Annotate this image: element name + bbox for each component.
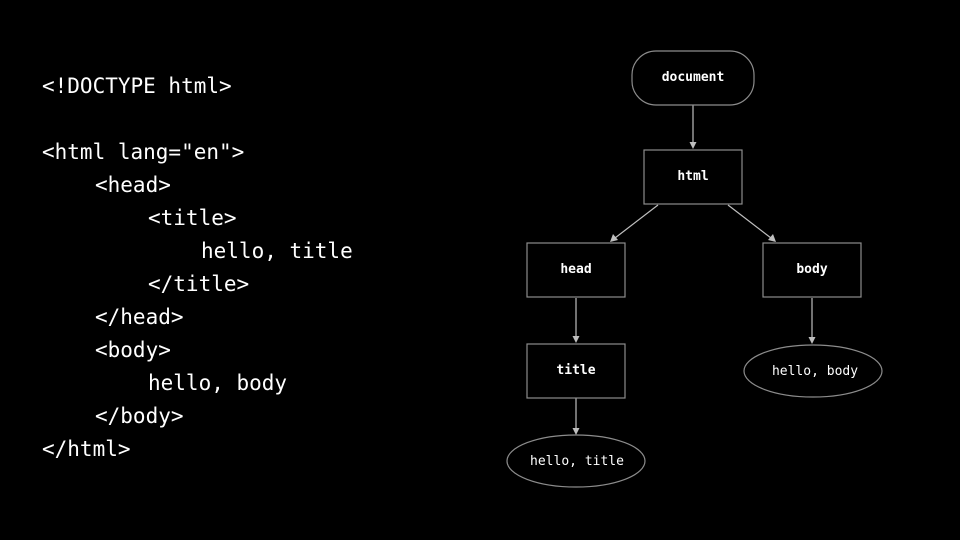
code-line-body-close: </body> — [95, 404, 184, 428]
node-body-text-label: hello, body — [772, 364, 858, 379]
edge-html-body — [727, 204, 772, 239]
node-title-text-label: hello, title — [530, 454, 624, 469]
node-body-text-shape — [743, 344, 883, 398]
node-body-text: hello, body — [743, 344, 883, 398]
code-line-body-text: hello, body — [148, 371, 288, 395]
node-document-shape — [631, 50, 755, 106]
node-html-shape — [643, 149, 743, 205]
node-title-text: hello, title — [506, 434, 646, 488]
code-line-html-close: </html> — [42, 437, 131, 461]
node-html-label: html — [677, 169, 708, 184]
node-head: head — [526, 242, 626, 298]
node-body: body — [762, 242, 862, 298]
node-html: html — [643, 149, 743, 205]
edge-html-head — [614, 204, 659, 239]
node-body-label: body — [796, 262, 827, 277]
arrowhead-html-head — [610, 234, 618, 242]
node-document-label: document — [662, 70, 725, 85]
code-line-title-close: </title> — [148, 272, 250, 296]
arrowhead-document-html — [689, 142, 697, 149]
html-source-code: <!DOCTYPE html> <html lang="en"> <head> … — [42, 70, 472, 466]
node-title-text-shape — [506, 434, 646, 488]
node-title-label: title — [556, 363, 595, 378]
arrowhead-head-title — [572, 336, 580, 343]
tree-edges — [572, 105, 816, 435]
arrowhead-body-bodytext — [808, 337, 816, 344]
code-line-title-open: <title> — [148, 206, 237, 230]
node-title: title — [526, 343, 626, 399]
node-head-label: head — [560, 262, 591, 277]
node-title-shape — [526, 343, 626, 399]
code-line-doctype: <!DOCTYPE html> — [42, 74, 232, 98]
node-body-shape — [762, 242, 862, 298]
arrowhead-html-body — [768, 234, 776, 242]
code-line-head-close: </head> — [95, 305, 184, 329]
code-line-body-open: <body> — [95, 338, 171, 362]
code-line-head-open: <head> — [95, 173, 171, 197]
code-line-title-text: hello, title — [201, 239, 353, 263]
node-document: document — [631, 50, 755, 106]
arrowhead-title-titletext — [572, 428, 580, 435]
node-head-shape — [526, 242, 626, 298]
code-line-html-open: <html lang="en"> — [42, 140, 245, 164]
